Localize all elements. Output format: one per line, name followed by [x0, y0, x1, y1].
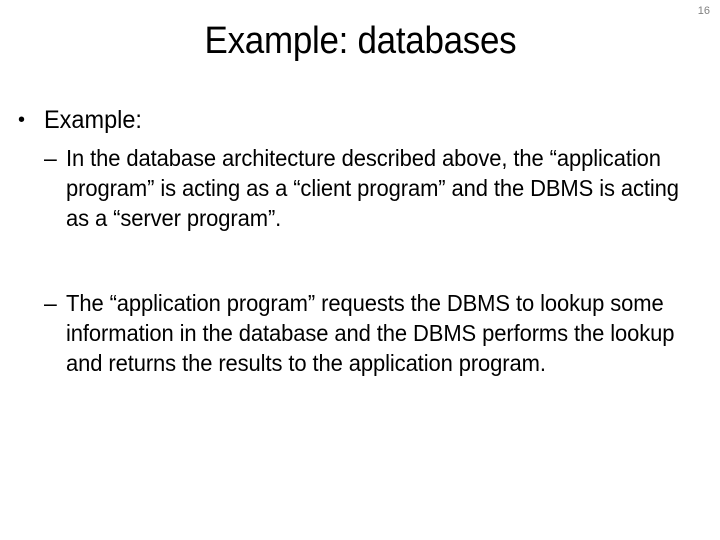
bullet-level2-first: – In the database architecture described…	[0, 143, 720, 233]
bullet-level2-first-label: In the database architecture described a…	[66, 145, 679, 231]
bullet-level1: • Example:	[0, 104, 720, 137]
slide-body: • Example: – In the database architectur…	[0, 104, 720, 378]
slide-title: Example: databases	[0, 18, 720, 64]
bullet-dash-icon: –	[44, 290, 57, 316]
slide-number: 16	[697, 5, 710, 17]
bullet-dot-icon: •	[18, 109, 26, 131]
paragraph-spacer	[0, 233, 720, 288]
bullet-level1-label: Example:	[44, 106, 142, 134]
page-title: Example: databases	[204, 20, 516, 62]
bullet-level2-second: – The “application program” requests the…	[0, 288, 720, 378]
bullet-dash-icon: –	[44, 145, 57, 171]
bullet-level2-second-label: The “application program” requests the D…	[66, 290, 675, 376]
